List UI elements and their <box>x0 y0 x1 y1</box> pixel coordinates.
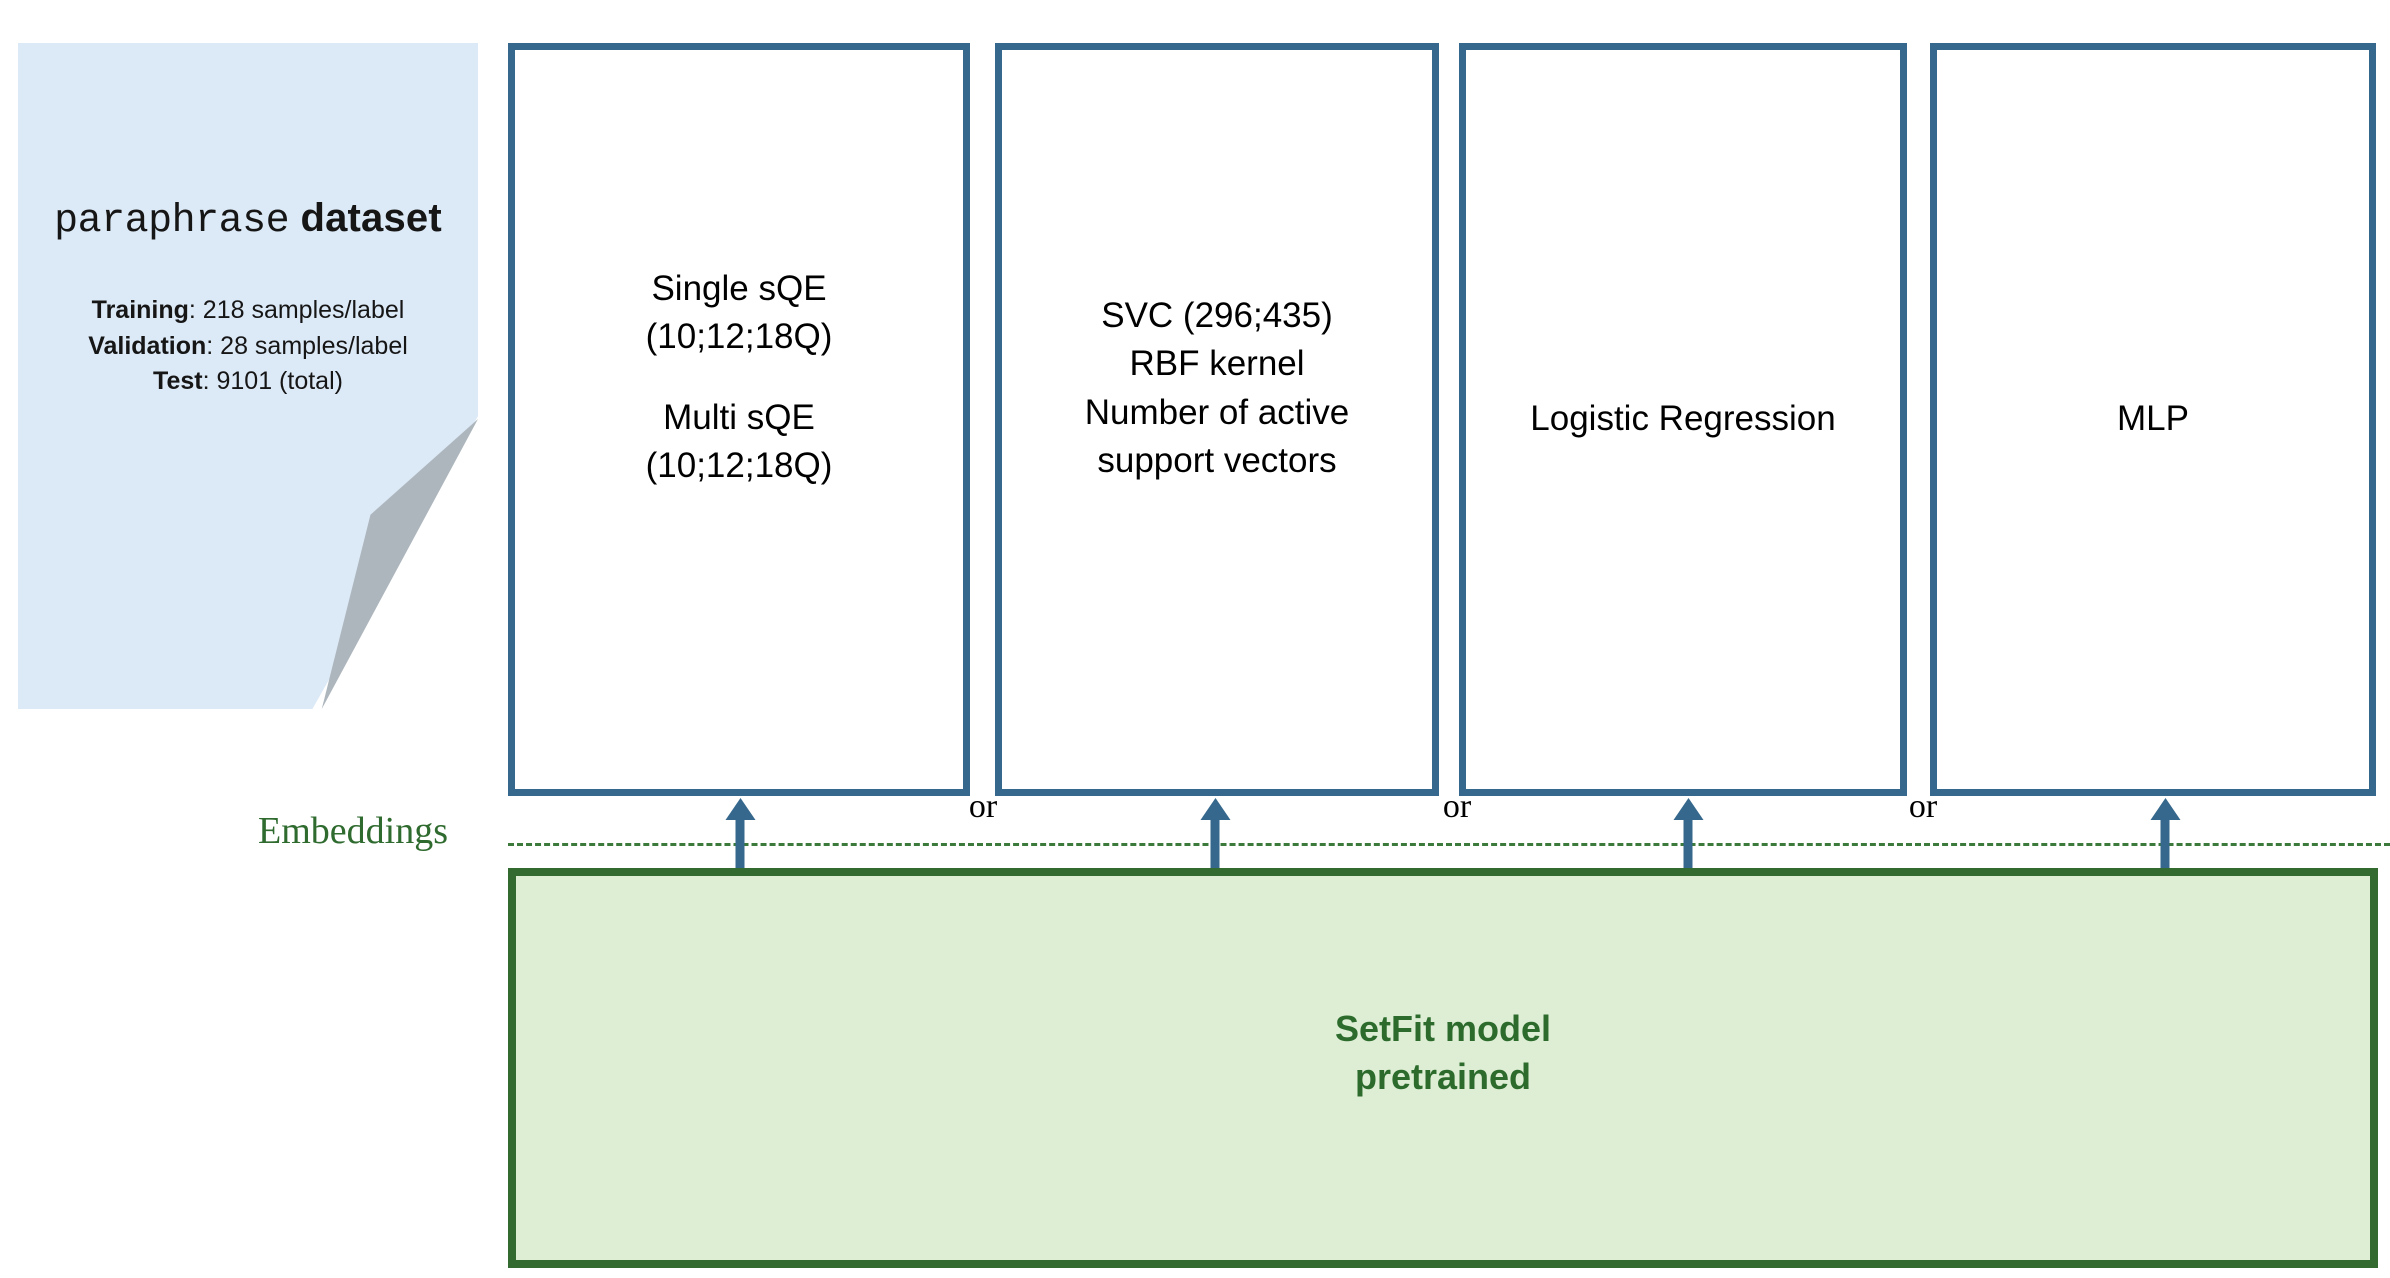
dataset-stats: Training: 218 samples/label Validation: … <box>88 293 408 400</box>
dataset-title-bold: dataset <box>289 196 442 240</box>
dataset-stat-training-value: : 218 samples/label <box>188 296 405 324</box>
setfit-model-box[interactable]: SetFit model pretrained <box>508 868 2378 1268</box>
arrow-up-icon-to-sqe <box>735 818 745 868</box>
svc-line3: Number of active <box>1084 392 1350 432</box>
embeddings-dashed-line <box>508 843 2390 846</box>
svc-line4: support vectors <box>1097 440 1337 480</box>
classifier-box-logistic-regression-text: Logistic Regression <box>1520 395 1845 443</box>
sqe-line3: Multi sQE <box>663 397 815 437</box>
logreg-line1: Logistic Regression <box>1530 399 1836 439</box>
setfit-model-text: SetFit model pretrained <box>1335 1005 1551 1101</box>
dataset-title: paraphrase dataset <box>54 195 442 245</box>
setfit-line1: SetFit model <box>1334 1008 1552 1050</box>
svc-line2: RBF kernel <box>1129 344 1305 384</box>
embeddings-label: Embeddings <box>258 810 448 852</box>
classifier-box-mlp-text: MLP <box>2107 395 2199 443</box>
dataset-stat-validation-label: Validation <box>88 331 207 360</box>
or-separator-1: or <box>968 788 998 825</box>
classifier-box-single-multi-sqe[interactable]: Single sQE (10;12;18Q) Multi sQE (10;12;… <box>508 43 970 796</box>
dataset-stat-test-label: Test <box>153 367 203 395</box>
classifier-box-logistic-regression[interactable]: Logistic Regression <box>1459 43 1907 796</box>
dataset-card-body: paraphrase dataset Training: 218 samples… <box>18 43 478 709</box>
dataset-card: paraphrase dataset Training: 218 samples… <box>18 43 478 709</box>
arrow-up-icon-to-mlp <box>2160 818 2170 868</box>
setfit-line2: pretrained <box>1354 1056 1532 1097</box>
svc-line1: SVC (296;435) <box>1101 295 1333 335</box>
arrow-up-icon-to-logistic-regression <box>1683 818 1693 868</box>
mlp-line1: MLP <box>2117 399 2189 439</box>
sqe-line2: (10;12;18Q) <box>645 317 833 357</box>
sqe-line1: Single sQE <box>651 268 827 308</box>
sqe-spacer <box>646 362 833 394</box>
dataset-stat-training: Training: 218 samples/label <box>88 293 408 329</box>
dataset-stat-test: Test: 9101 (total) <box>88 364 408 400</box>
dataset-title-mono: paraphrase <box>54 199 290 244</box>
dataset-stat-validation-value: : 28 samples/label <box>206 331 408 360</box>
or-separator-3: or <box>1908 788 1938 825</box>
classifier-box-single-multi-sqe-text: Single sQE (10;12;18Q) Multi sQE (10;12;… <box>636 265 843 490</box>
arrow-up-icon-to-svc <box>1210 818 1220 868</box>
classifier-box-svc[interactable]: SVC (296;435) RBF kernel Number of activ… <box>995 43 1439 796</box>
dataset-stat-validation: Validation: 28 samples/label <box>88 329 408 365</box>
dataset-stat-test-value: : 9101 (total) <box>202 367 343 395</box>
or-separator-2: or <box>1442 788 1472 825</box>
sqe-line4: (10;12;18Q) <box>645 445 833 485</box>
classifier-box-mlp[interactable]: MLP <box>1930 43 2376 796</box>
dataset-stat-training-label: Training <box>91 296 189 324</box>
classifier-box-svc-text: SVC (296;435) RBF kernel Number of activ… <box>1075 292 1360 485</box>
